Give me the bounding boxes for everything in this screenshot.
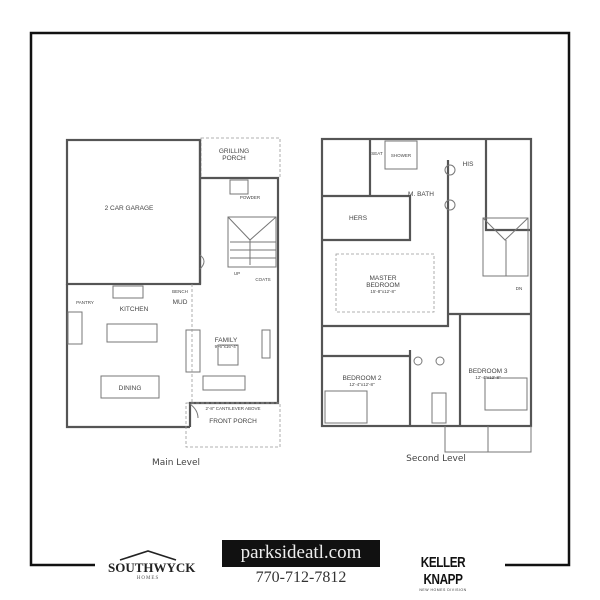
label-seat: SEAT	[371, 151, 383, 156]
room-label-master: MASTER	[369, 275, 396, 282]
second-level-caption: Second Level	[406, 454, 466, 464]
room-label-kitchen: KITCHEN	[120, 306, 149, 313]
room-label-powder: POWDER	[240, 195, 261, 200]
southwyck-logo: SOUTHWYCK HOMES	[108, 560, 196, 581]
label-shower: SHOWER	[391, 153, 412, 158]
southwyck-roof-logo	[119, 550, 177, 561]
stair-label-dn: DN	[516, 286, 523, 291]
room-label-hers: HERS	[349, 215, 368, 222]
room-label-bedroom-2: BEDROOM 2	[342, 375, 381, 382]
room-dim-master: 15'-8"x12'-8"	[370, 289, 396, 294]
room-label-front-porch: FRONT PORCH	[209, 418, 257, 425]
room-label-grilling-porch: GRILLING	[219, 148, 249, 155]
room-label-coats: COATS	[255, 277, 270, 282]
room-label-dining: DINING	[119, 385, 142, 392]
phone-number[interactable]: 770-712-7812	[255, 569, 347, 586]
room-label-m-bath: M. BATH	[408, 191, 434, 198]
room-label-family: FAMILY	[215, 337, 238, 344]
room-label-bedroom-3: BEDROOM 3	[468, 368, 507, 375]
room-label-pantry: PANTRY	[76, 300, 94, 305]
main-level-plan	[65, 137, 281, 448]
room-label-his: HIS	[463, 161, 475, 168]
room-dim-bedroom-2: 12'-4"x12'-8"	[349, 382, 375, 387]
room-label-garage: 2 CAR GARAGE	[105, 205, 154, 212]
website-link[interactable]: parksideatl.com	[222, 540, 380, 567]
room-label-master-bedroom: BEDROOM	[366, 282, 400, 289]
room-label-mud: MUD	[173, 299, 188, 306]
cantilever-note: 2'-8" CANTILEVER ABOVE	[206, 406, 261, 411]
room-dim-family: 9'-6"x16'-4"	[215, 344, 238, 349]
keller-knapp-logo: KELLER KNAPP NEW HOMES DIVISION	[419, 554, 467, 592]
room-dim-bedroom-3: 12'-4"x12'-8"	[475, 375, 501, 380]
room-label-bench: BENCH	[172, 289, 188, 294]
frame-border	[29, 31, 571, 567]
room-label-grilling-porch-2: PORCH	[222, 155, 246, 162]
main-level-caption: Main Level	[152, 458, 200, 468]
stair-label-up: UP	[234, 271, 240, 276]
second-level-plan	[320, 137, 533, 453]
